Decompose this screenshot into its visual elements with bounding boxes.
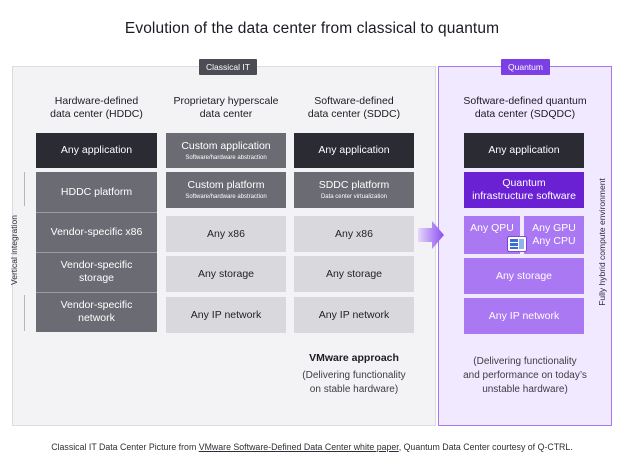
hddc-divider-2 — [36, 252, 157, 253]
quantum-approach-note: (Delivering functionality and performanc… — [450, 355, 600, 397]
hddc-vendor-storage-line2: storage — [78, 272, 115, 284]
sddc-any-application: Any application — [294, 133, 414, 168]
sdqdc-heading-line2: data center (SDQDC) — [474, 108, 576, 120]
sddc-any-ip-network-label: Any IP network — [318, 308, 390, 321]
hddc-heading: Hardware-defined data center (HDDC) — [36, 95, 157, 121]
sddc-any-ip-network: Any IP network — [294, 297, 414, 333]
footer-prefix: Classical IT Data Center Picture from — [51, 442, 199, 452]
sdqdc-any-gpu-cpu: Any GPU Any CPU — [524, 216, 584, 254]
hyperscale-heading: Proprietary hyperscale data center — [160, 95, 292, 121]
vmware-whitepaper-link[interactable]: VMware Software-Defined Data Center whit… — [198, 442, 399, 452]
hddc-vendor-storage: Vendor-specific storage — [36, 252, 157, 292]
sdqdc-any-ip-network-label: Any IP network — [488, 309, 560, 322]
sdqdc-any-qpu-label: Any QPU — [470, 222, 514, 234]
hyperscale-app-abstraction-sub: Software/hardware abstraction — [185, 154, 267, 161]
hddc-vendor-network-line2: network — [78, 312, 115, 324]
hyperscale-any-x86-label: Any x86 — [207, 227, 245, 240]
hyperscale-any-x86: Any x86 — [166, 216, 286, 252]
vmware-note-line1: (Delivering functionality — [302, 370, 406, 381]
sddc-any-application-label: Any application — [318, 144, 390, 156]
hyperscale-any-storage-label: Any storage — [197, 267, 255, 280]
hddc-platform-label: HDDC platform — [60, 185, 133, 198]
sddc-platform: SDDC platform Data center virtualization — [294, 172, 414, 208]
hddc-vendor-x86: Vendor-specific x86 — [36, 212, 157, 252]
sdqdc-heading-line1: Software-defined quantum — [463, 95, 587, 107]
vertical-integration-label: Vertical integration — [9, 215, 19, 285]
sddc-any-storage: Any storage — [294, 256, 414, 292]
hddc-heading-line1: Hardware-defined — [54, 95, 139, 107]
sddc-virtualization-sub: Data center virtualization — [320, 194, 388, 200]
sdqdc-infra-line1: Quantum — [502, 177, 546, 189]
vertical-integration-line-top — [24, 172, 25, 206]
sdqdc-infra-line2: infrastructure software — [472, 190, 576, 202]
sdqdc-any-storage: Any storage — [464, 258, 584, 294]
hyperscale-custom-application-label: Custom application — [181, 139, 271, 152]
hddc-heading-line2: data center (HDDC) — [50, 108, 143, 120]
sdqdc-heading: Software-defined quantum data center (SD… — [455, 95, 595, 121]
sdqdc-quantum-infrastructure: Quantum infrastructure software — [464, 172, 584, 208]
quantum-note-line3: unstable hardware) — [482, 384, 568, 395]
sddc-platform-label: SDDC platform — [318, 179, 390, 191]
hddc-vendor-storage-line1: Vendor-specific — [60, 259, 133, 271]
hyperscale-custom-platform: Custom platform Software/hardware abstra… — [166, 172, 286, 208]
hddc-any-application: Any application — [36, 133, 157, 168]
vmware-note-line2: on stable hardware) — [309, 384, 399, 395]
source-footer: Classical IT Data Center Picture from VM… — [0, 442, 624, 452]
quantum-note-line2: and performance on today’s — [463, 370, 587, 381]
footer-suffix: , Quantum Data Center courtesy of Q-CTRL… — [398, 442, 573, 452]
hddc-divider-1 — [36, 212, 157, 213]
hyperscale-any-ip-network: Any IP network — [166, 297, 286, 333]
transition-arrow-icon — [418, 221, 444, 249]
classical-it-tag: Classical IT — [199, 59, 257, 75]
sdqdc-any-application-label: Any application — [488, 144, 560, 156]
hddc-vendor-x86-label: Vendor-specific x86 — [50, 225, 143, 238]
vertical-integration-line-bottom — [24, 295, 25, 331]
sdqdc-any-ip-network: Any IP network — [464, 298, 584, 334]
quantum-note-line1: (Delivering functionality — [473, 356, 577, 367]
sddc-heading-line2: data center (SDDC) — [307, 108, 401, 120]
sdqdc-any-storage-label: Any storage — [495, 269, 553, 282]
sdqdc-any-application: Any application — [464, 133, 584, 168]
hyperscale-custom-application: Custom application Software/hardware abs… — [166, 133, 286, 168]
sdqdc-any-gpu-label: Any GPU — [532, 222, 576, 234]
sddc-any-storage-label: Any storage — [325, 267, 383, 280]
vmware-approach-note: (Delivering functionality on stable hard… — [294, 369, 414, 397]
hddc-platform: HDDC platform — [36, 172, 157, 212]
fully-hybrid-label: Fully hybrid compute environment — [597, 178, 607, 306]
hyperscale-heading-line2: data center — [199, 108, 253, 120]
hddc-divider-3 — [36, 292, 157, 293]
hyperscale-heading-line1: Proprietary hyperscale — [173, 95, 279, 107]
quantum-tag: Quantum — [501, 59, 550, 75]
sddc-heading: Software-defined data center (SDDC) — [294, 95, 414, 121]
hddc-any-application-label: Any application — [60, 144, 133, 156]
hddc-vendor-network-line1: Vendor-specific — [60, 299, 133, 311]
hyperscale-any-storage: Any storage — [166, 256, 286, 292]
sddc-any-x86: Any x86 — [294, 216, 414, 252]
hyperscale-any-ip-network-label: Any IP network — [190, 308, 262, 321]
vmware-approach-title: VMware approach — [309, 352, 399, 364]
hddc-vendor-network: Vendor-specific network — [36, 292, 157, 332]
hyperscale-custom-platform-label: Custom platform — [187, 179, 265, 191]
hyperscale-platform-abstraction-sub: Software/hardware abstraction — [185, 194, 267, 200]
sddc-heading-line1: Software-defined — [314, 95, 394, 107]
sdqdc-any-cpu-label: Any CPU — [532, 235, 576, 247]
hybrid-connector-icon — [507, 236, 527, 252]
sddc-any-x86-label: Any x86 — [335, 227, 373, 240]
diagram-title: Evolution of the data center from classi… — [124, 20, 500, 37]
